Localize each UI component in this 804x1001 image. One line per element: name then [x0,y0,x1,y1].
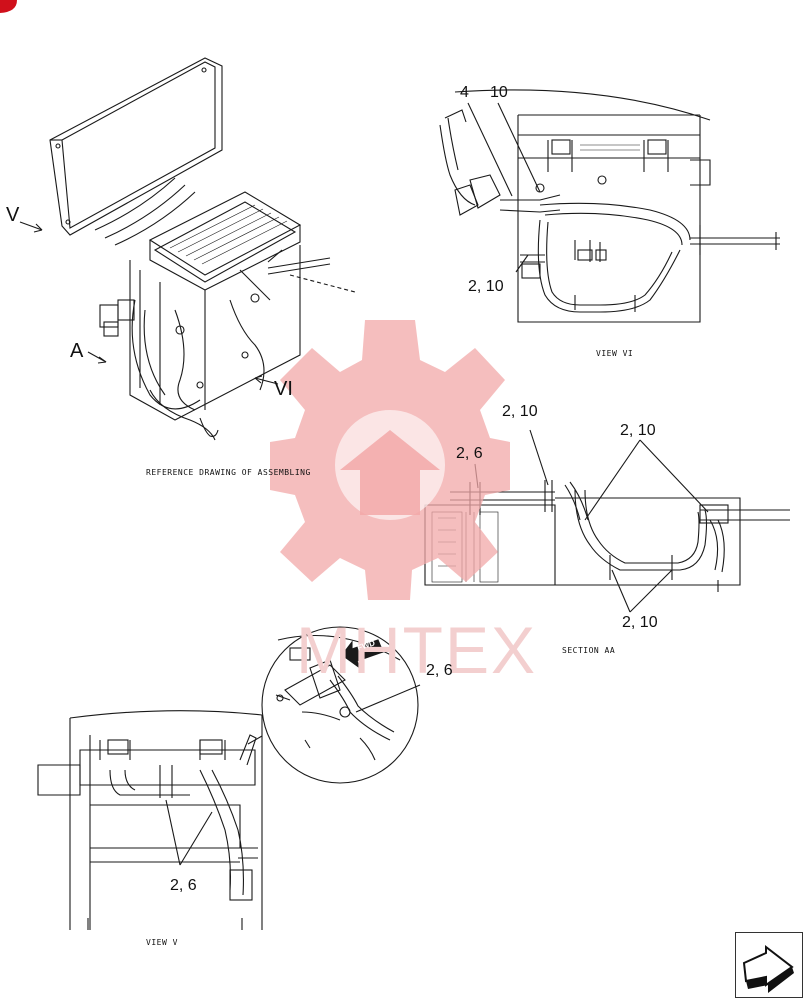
callout-aa-2-10-right: 2, 10 [620,422,656,439]
callout-aa-2-10-top: 2, 10 [502,403,538,420]
view-v-marker: V [6,204,20,226]
callout-vi-2-10: 2, 10 [468,278,504,295]
callout-aa-2-10-bottom: 2, 10 [622,614,658,631]
view-v-drawing [37,710,263,930]
view-vi-marker: VI [274,378,293,400]
detail-circle [247,626,421,784]
reference-drawing-caption: REFERENCE DRAWING OF ASSEMBLING [146,468,311,477]
callout-view-v-2-6: 2, 6 [170,877,197,894]
section-a-marker: A [70,340,84,362]
callout-aa-2-6: 2, 6 [456,445,483,462]
callout-detail-2-6: 2, 6 [426,662,453,679]
section-aa-caption: SECTION AA [562,646,616,655]
callout-vi-4: 4 [460,84,469,101]
view-v-caption: VIEW V [146,938,178,947]
view-vi-caption: VIEW VI [596,349,634,358]
view-vi-drawing [439,89,780,323]
next-page-button[interactable] [735,932,803,998]
next-page-arrow-icon [742,944,794,993]
watermark-text: MHTEX [296,613,537,687]
reference-assembly-drawing [19,57,356,441]
corner-badge-icon [0,0,17,13]
callout-vi-10: 10 [490,84,508,101]
